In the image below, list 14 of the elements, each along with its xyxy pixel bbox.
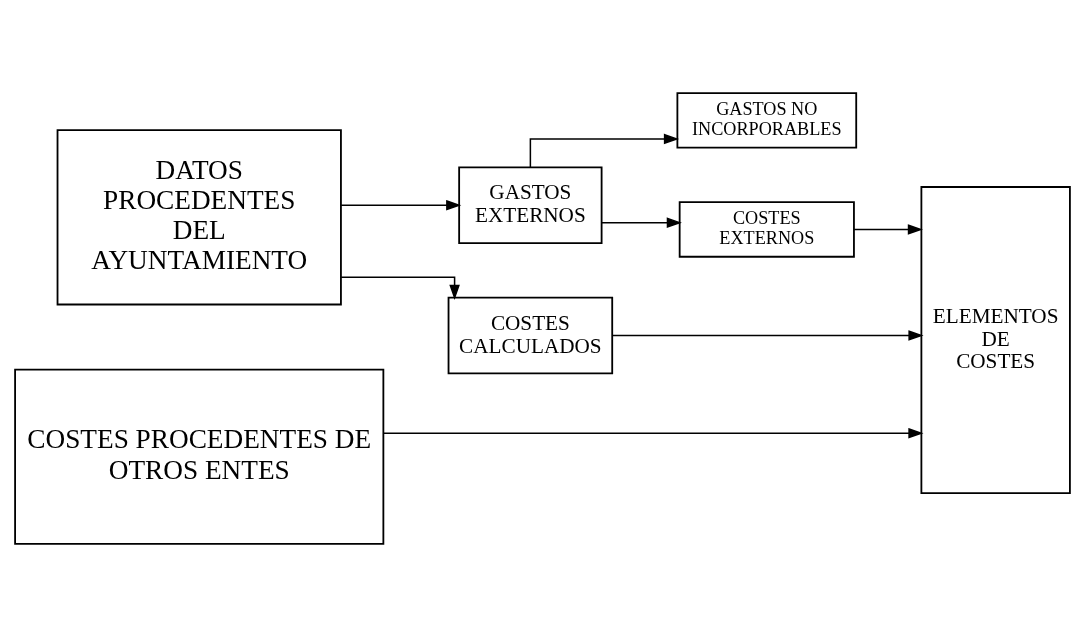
arrow [853, 224, 923, 235]
node-box: COSTES PROCEDENTES DE OTROS ENTES [14, 368, 385, 545]
arrow [340, 199, 462, 211]
node-box: COSTES EXTERNOS [678, 201, 855, 258]
node-box: ELEMENTOS DE COSTES [920, 186, 1071, 495]
node-box: GASTOS NO INCORPORABLES [676, 92, 858, 149]
arrow [382, 428, 924, 439]
node-box: GASTOS EXTERNOS [458, 166, 603, 244]
arrow [529, 133, 680, 168]
arrow [611, 330, 924, 341]
node-box: COSTES CALCULADOS [447, 296, 614, 375]
arrow [340, 276, 460, 300]
node-box: DATOS PROCEDENTES DEL AYUNTAMIENTO [56, 129, 342, 306]
arrow [601, 217, 682, 228]
